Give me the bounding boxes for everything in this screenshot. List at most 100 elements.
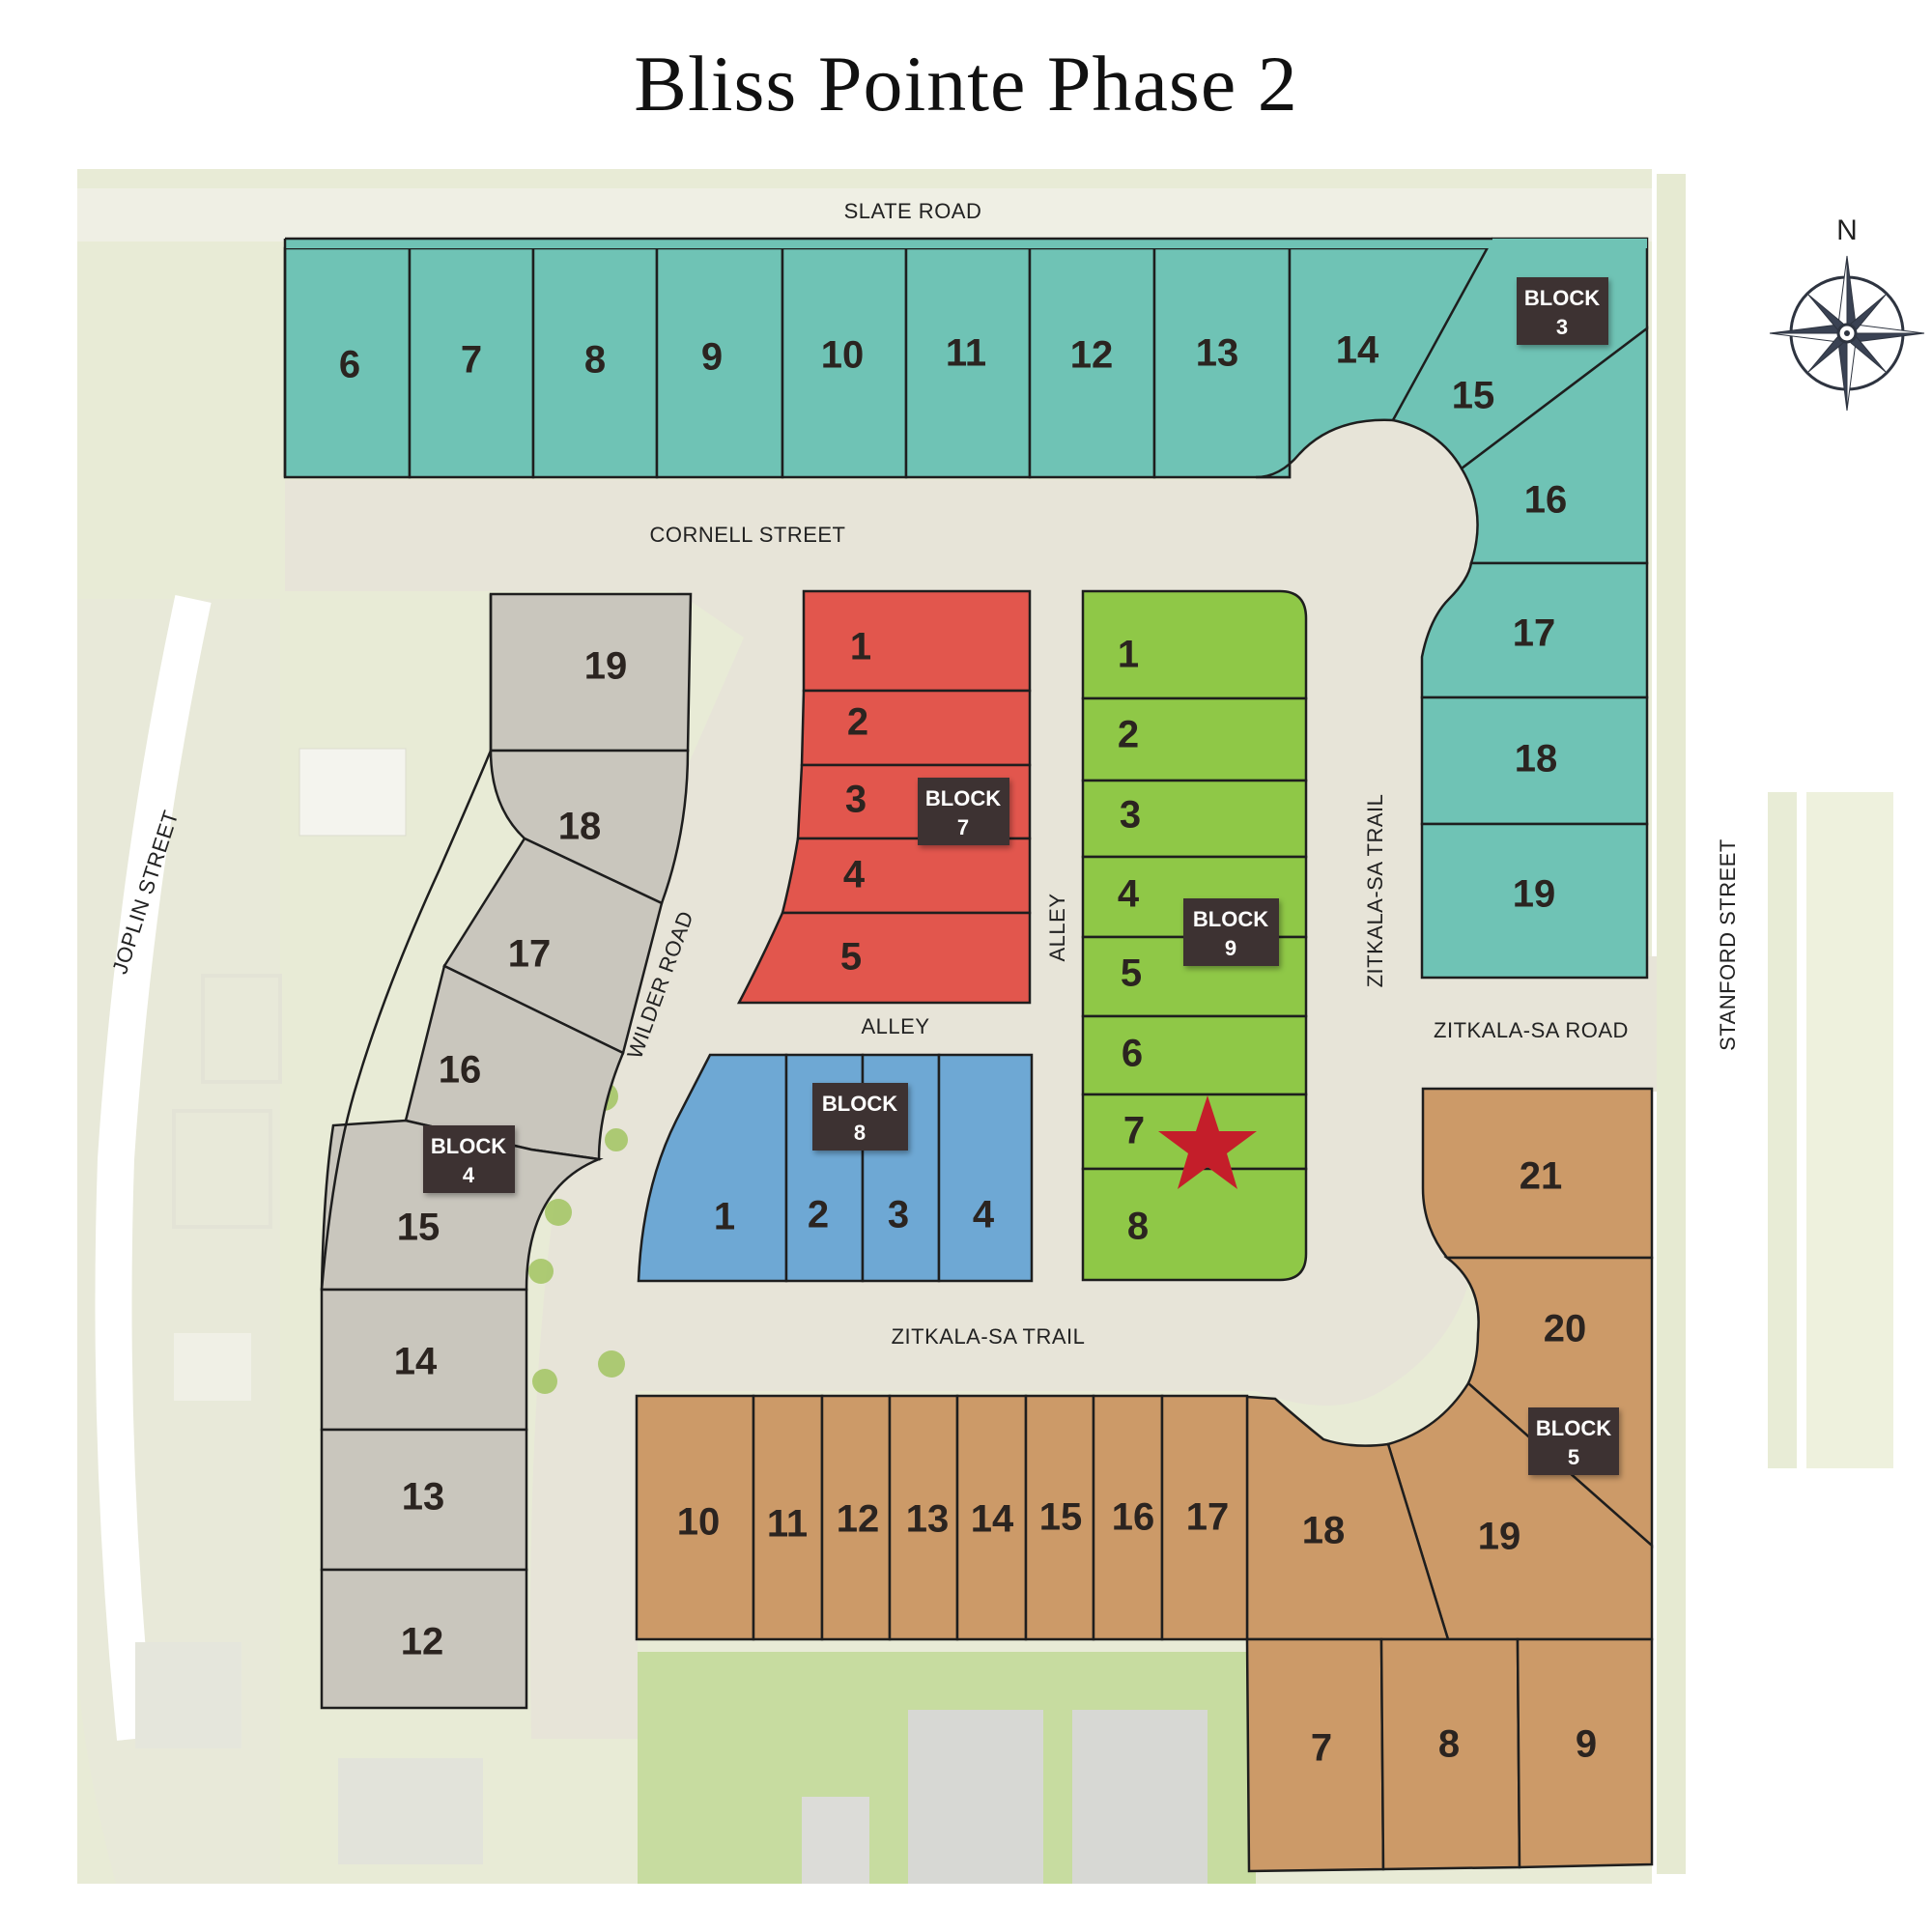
street-alley-horizontal: ALLEY [862, 1014, 930, 1038]
lot-number: 5 [1121, 952, 1142, 995]
street-alley-vertical: ALLEY [1045, 894, 1069, 962]
lot-number: 16 [439, 1049, 482, 1092]
lot-b8-1[interactable] [637, 1053, 788, 1283]
lot-number: 15 [1452, 375, 1495, 417]
block-8: 1 2 3 4 BLOCK 8 [637, 1053, 1034, 1283]
lot-b3-17[interactable] [1420, 561, 1649, 699]
lot-number: 20 [1544, 1308, 1587, 1350]
block-3-badge: BLOCK 3 [1517, 277, 1608, 345]
compass-rose-icon: N [1769, 214, 1925, 412]
lot-number: 3 [888, 1194, 909, 1236]
street-stanford-street: STANFORD STREET [1716, 838, 1740, 1051]
lot-number: 19 [1478, 1516, 1521, 1558]
lot-number: 11 [946, 332, 986, 375]
lot-number: 13 [1196, 332, 1239, 375]
lot-b3-14[interactable] [1255, 246, 1495, 479]
lot-number: 13 [402, 1476, 445, 1519]
lot-b5-18[interactable] [1245, 1395, 1450, 1641]
lot-number: 16 [1524, 479, 1568, 522]
block-3: 6 7 8 9 10 11 12 13 14 15 16 17 18 19 BL… [283, 237, 1649, 980]
lot-number: 8 [1127, 1206, 1149, 1248]
lot-b7-5[interactable] [736, 911, 1032, 1005]
lot-number: 2 [847, 701, 868, 744]
lot-number: 2 [1118, 714, 1139, 756]
svg-text:3: 3 [1556, 315, 1568, 339]
lot-number: 9 [701, 336, 723, 379]
lot-b7-1[interactable] [802, 589, 1032, 693]
lot-number: 7 [461, 339, 482, 382]
lot-number: 12 [401, 1621, 444, 1663]
lot-b9-1[interactable] [1081, 589, 1308, 700]
lot-number: 5 [840, 936, 862, 979]
lot-b9-3[interactable] [1081, 779, 1308, 859]
svg-text:BLOCK: BLOCK [822, 1092, 897, 1116]
lot-number: 1 [850, 626, 871, 668]
lot-b5-9[interactable] [1516, 1637, 1654, 1869]
lot-b9-8[interactable] [1081, 1167, 1308, 1282]
block-7: 1 2 3 4 5 BLOCK 7 [736, 589, 1032, 1005]
street-zitkala-sa-trail-vertical: ZITKALA-SA TRAIL [1363, 794, 1387, 988]
lot-b7-4[interactable] [781, 837, 1032, 915]
lot-number: 19 [584, 645, 628, 688]
svg-text:9: 9 [1225, 936, 1236, 960]
svg-text:BLOCK: BLOCK [1524, 286, 1600, 310]
lot-number: 18 [1515, 738, 1558, 781]
lot-number: 17 [1186, 1496, 1230, 1539]
lot-number: 15 [397, 1207, 440, 1249]
lot-number: 14 [1336, 329, 1379, 372]
lot-number: 12 [1070, 334, 1114, 377]
block-8-badge: BLOCK 8 [812, 1083, 908, 1151]
lot-b3-19[interactable] [1420, 822, 1649, 980]
street-cornell-street: CORNELL STREET [649, 523, 845, 547]
lot-number: 4 [973, 1194, 995, 1236]
lot-number: 4 [1118, 873, 1140, 916]
block-7-badge: BLOCK 7 [918, 778, 1009, 845]
lot-number: 8 [584, 339, 606, 382]
lot-number: 6 [1122, 1033, 1143, 1075]
block-5-badge: BLOCK 5 [1528, 1407, 1619, 1475]
lot-number: 14 [971, 1498, 1014, 1541]
street-zitkala-sa-trail-horizontal: ZITKALA-SA TRAIL [892, 1324, 1086, 1349]
svg-text:BLOCK: BLOCK [431, 1134, 506, 1158]
lot-b9-6[interactable] [1081, 1014, 1308, 1096]
block-9: 1 2 3 4 5 6 7 8 BLOCK 9 [1081, 589, 1308, 1282]
svg-text:5: 5 [1568, 1445, 1579, 1469]
lot-number: 9 [1576, 1723, 1597, 1766]
lot-number: 7 [1311, 1727, 1332, 1770]
lot-b8-4[interactable] [937, 1053, 1034, 1283]
lot-b9-2[interactable] [1081, 696, 1308, 782]
featured-lot-star-icon[interactable] [1158, 1095, 1257, 1189]
lot-number: 2 [808, 1194, 829, 1236]
lot-number: 16 [1112, 1496, 1155, 1539]
lot-number: 17 [508, 933, 552, 976]
north-label: N [1836, 214, 1858, 246]
lot-number: 3 [845, 779, 867, 821]
svg-text:8: 8 [854, 1121, 866, 1145]
street-zitkala-sa-road: ZITKALA-SA ROAD [1434, 1018, 1629, 1042]
svg-text:4: 4 [463, 1163, 475, 1187]
block-4-badge: BLOCK 4 [423, 1125, 515, 1193]
lot-number: 17 [1513, 612, 1556, 655]
svg-text:BLOCK: BLOCK [1536, 1416, 1611, 1440]
lot-number: 10 [821, 334, 865, 377]
svg-text:7: 7 [957, 815, 969, 839]
street-slate-road: SLATE ROAD [844, 199, 982, 223]
block-4: 19 18 17 16 15 14 13 12 BLOCK 4 [320, 592, 693, 1710]
lot-number: 1 [1118, 634, 1139, 676]
svg-text:BLOCK: BLOCK [925, 786, 1001, 810]
lot-number: 13 [906, 1498, 950, 1541]
lot-number: 21 [1520, 1155, 1563, 1198]
lot-number: 15 [1039, 1496, 1083, 1539]
lot-number: 6 [339, 344, 360, 386]
lot-number: 7 [1123, 1110, 1145, 1152]
svg-text:BLOCK: BLOCK [1193, 907, 1268, 931]
lot-b4-12[interactable] [320, 1568, 528, 1710]
block-5: 21 20 19 18 17 16 15 14 13 12 11 10 7 8 … [635, 1087, 1654, 1873]
lot-number: 8 [1438, 1723, 1460, 1766]
lot-number: 4 [843, 854, 866, 896]
lot-b7-2[interactable] [800, 689, 1032, 767]
lot-number: 12 [837, 1498, 880, 1541]
lot-number: 18 [1302, 1510, 1346, 1552]
lot-number: 11 [767, 1503, 808, 1546]
